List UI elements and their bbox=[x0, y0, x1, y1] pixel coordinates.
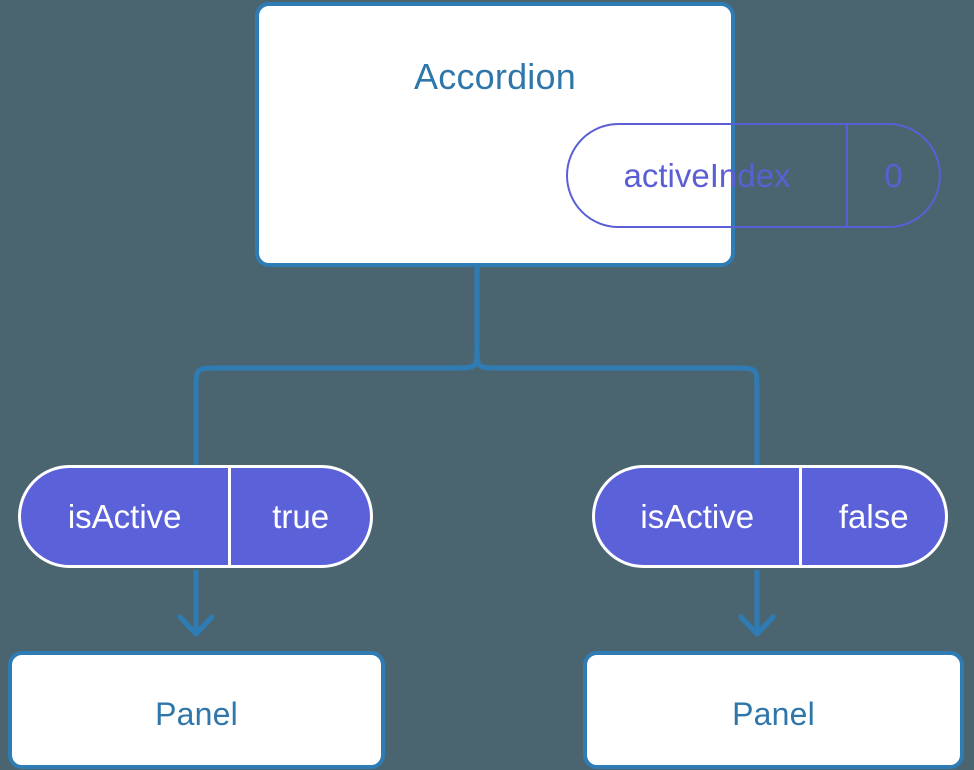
accordion-title: Accordion bbox=[414, 56, 576, 97]
arrow-right-head-icon bbox=[738, 614, 776, 637]
child-left-state-value: true bbox=[272, 497, 330, 535]
accordion-state-key: activeIndex bbox=[568, 125, 848, 226]
child-left-state-pill[interactable]: isActive true bbox=[18, 465, 373, 568]
panel-left-title: Panel bbox=[155, 696, 238, 732]
connector-branch-left bbox=[193, 345, 480, 466]
panel-left-card[interactable]: Panel bbox=[8, 651, 385, 769]
child-right-state-key: isActive bbox=[595, 468, 803, 565]
panel-right-title: Panel bbox=[732, 696, 815, 732]
panel-right-card[interactable]: Panel bbox=[583, 651, 964, 769]
accordion-state-value: 0 bbox=[884, 156, 903, 194]
child-right-state-value: false bbox=[838, 497, 909, 535]
arrow-left-head-icon bbox=[177, 614, 215, 637]
connector-branch-right bbox=[474, 345, 760, 466]
child-left-state-key: isActive bbox=[21, 468, 232, 565]
child-right-state-pill[interactable]: isActive false bbox=[592, 465, 948, 568]
accordion-state-pill[interactable]: activeIndex 0 bbox=[566, 123, 941, 228]
accordion-component-card[interactable]: Accordion activeIndex 0 bbox=[255, 2, 941, 267]
